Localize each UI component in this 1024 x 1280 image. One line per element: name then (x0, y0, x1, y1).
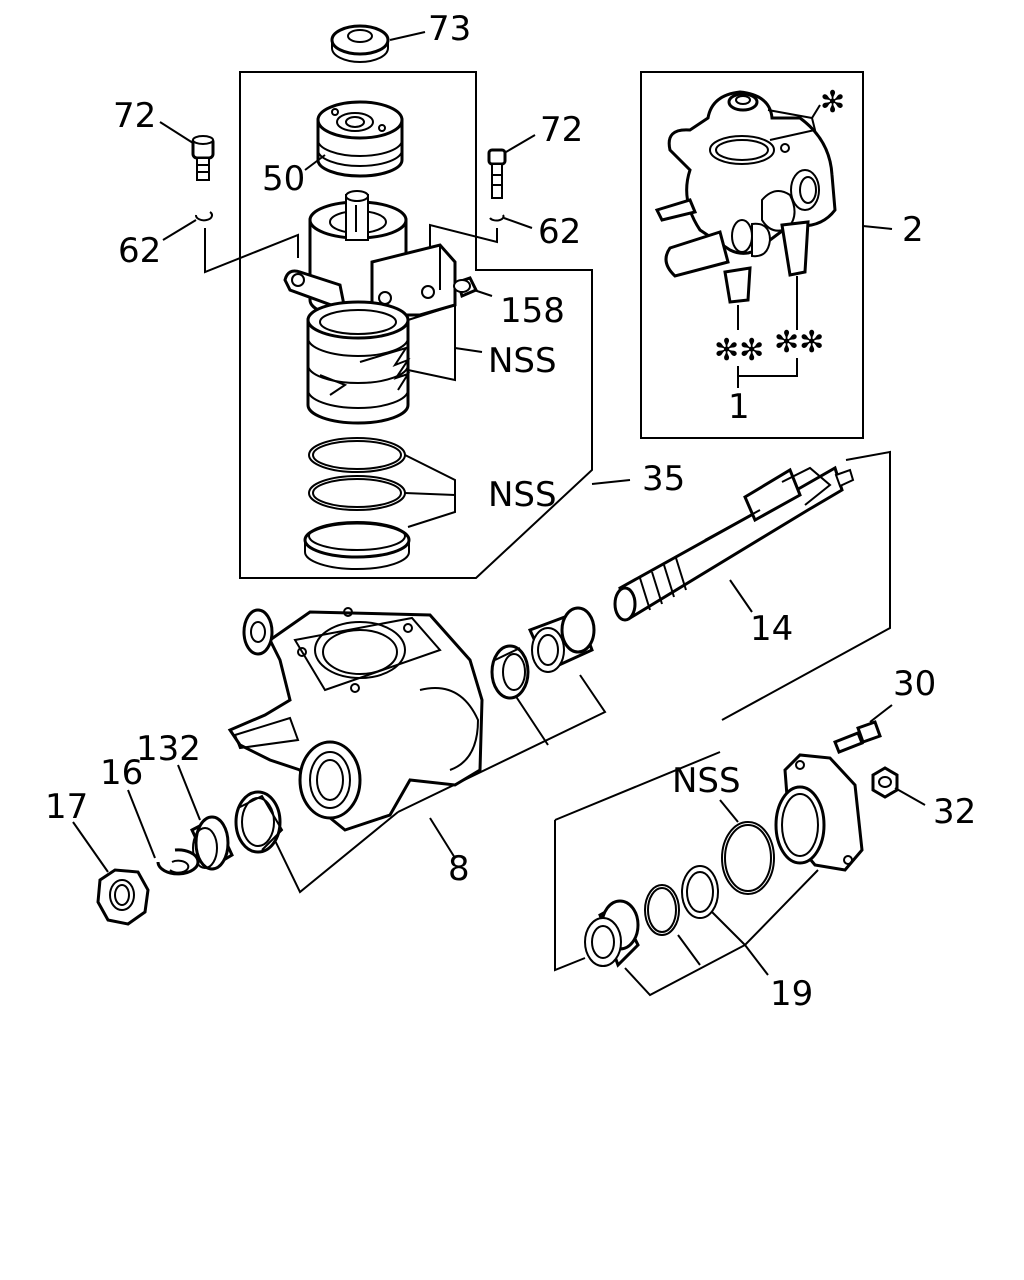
leader-30 (869, 704, 893, 723)
part-132-bushing[interactable] (190, 815, 234, 871)
needle-bearing-lower[interactable] (584, 899, 640, 968)
piston-rack[interactable] (306, 300, 411, 425)
part-16-washer[interactable] (156, 848, 200, 876)
leader-14 (729, 579, 753, 613)
label-star-double-right: ✻✻ (774, 325, 824, 360)
leader-nss-upper (407, 303, 456, 382)
leader-19-tail (744, 944, 769, 976)
leader-nss-middle (404, 454, 456, 528)
label-73: 73 (428, 9, 471, 49)
o-ring-2[interactable] (308, 475, 406, 511)
leader-8-right (397, 674, 607, 813)
part-19-end-cover[interactable] (774, 753, 864, 872)
label-158: 158 (500, 291, 565, 331)
label-62-left: 62 (118, 231, 161, 271)
leader-2 (862, 225, 893, 230)
label-star-double-left: ✻✻ (714, 333, 764, 368)
leader-1 (737, 358, 798, 377)
leader-32 (894, 787, 926, 806)
part-30-bolt[interactable] (833, 720, 882, 754)
label-32: 32 (933, 792, 976, 832)
label-star: ✻ (820, 85, 845, 120)
label-50: 50 (262, 159, 305, 199)
label-14: 14 (750, 609, 793, 649)
leader-19-bracket (554, 751, 721, 972)
seal-ring-cover[interactable] (681, 865, 719, 919)
o-ring-1[interactable] (308, 437, 406, 473)
o-ring-small[interactable] (644, 884, 680, 936)
part-62-snapring-right[interactable] (489, 214, 505, 222)
leader-nss-lower (719, 799, 739, 823)
label-2: 2 (902, 210, 924, 250)
part-17-nut[interactable] (96, 868, 150, 926)
leader-158 (473, 289, 493, 297)
part-73-seal[interactable] (330, 24, 390, 63)
part-8-gear-housing[interactable] (227, 607, 484, 832)
leader-62-left (162, 219, 197, 241)
leader-nss-upper-tail (454, 347, 483, 353)
part-158-plug[interactable] (453, 276, 479, 299)
label-72-left: 72 (113, 96, 156, 136)
o-ring-cover[interactable] (721, 821, 775, 895)
leader-8 (429, 817, 456, 859)
leader-19 (624, 869, 819, 997)
needle-bearing-upper[interactable] (527, 606, 596, 673)
leader-17 (72, 821, 109, 873)
part-14-sector-shaft[interactable] (613, 465, 855, 622)
part-72-bolt-right[interactable] (487, 148, 507, 199)
seal-ring-3[interactable] (303, 521, 411, 570)
seal-lower-left[interactable] (234, 790, 284, 854)
kit-2-outline (640, 71, 864, 439)
label-nss-middle: NSS (488, 475, 557, 515)
part-72-bolt-left[interactable] (191, 135, 215, 181)
leader-50 (304, 154, 326, 171)
label-8: 8 (448, 849, 470, 889)
leader-72-left (159, 121, 194, 144)
leader-8-left (264, 811, 399, 894)
leader-16 (127, 789, 156, 859)
label-30: 30 (893, 664, 936, 704)
leader-73 (389, 31, 426, 41)
leader-star-double (737, 276, 798, 330)
label-62-right: 62 (538, 212, 581, 252)
label-19: 19 (770, 974, 813, 1014)
label-nss-upper: NSS (488, 341, 557, 381)
label-nss-lower: NSS (672, 761, 741, 801)
valve-assembly-detail[interactable] (654, 90, 837, 304)
kit-35-outline (239, 71, 593, 579)
label-72-right: 72 (540, 110, 583, 150)
leader-62-route-left (204, 228, 299, 274)
valve-body[interactable] (283, 190, 457, 320)
label-17: 17 (45, 787, 88, 827)
part-50-cap[interactable] (316, 100, 404, 178)
leader-35 (591, 479, 631, 485)
leader-62-right (503, 217, 533, 229)
seal-upper[interactable] (490, 644, 530, 700)
label-132: 132 (136, 729, 201, 769)
leader-72-right (505, 134, 536, 153)
part-32-nut[interactable] (871, 766, 899, 799)
label-35: 35 (642, 459, 685, 499)
leader-14-bracket (721, 450, 891, 721)
leader-132 (177, 764, 201, 821)
part-62-snapring-left[interactable] (195, 211, 213, 222)
leader-62-route-right (429, 223, 498, 255)
label-16: 16 (100, 753, 143, 793)
label-1: 1 (728, 387, 750, 427)
